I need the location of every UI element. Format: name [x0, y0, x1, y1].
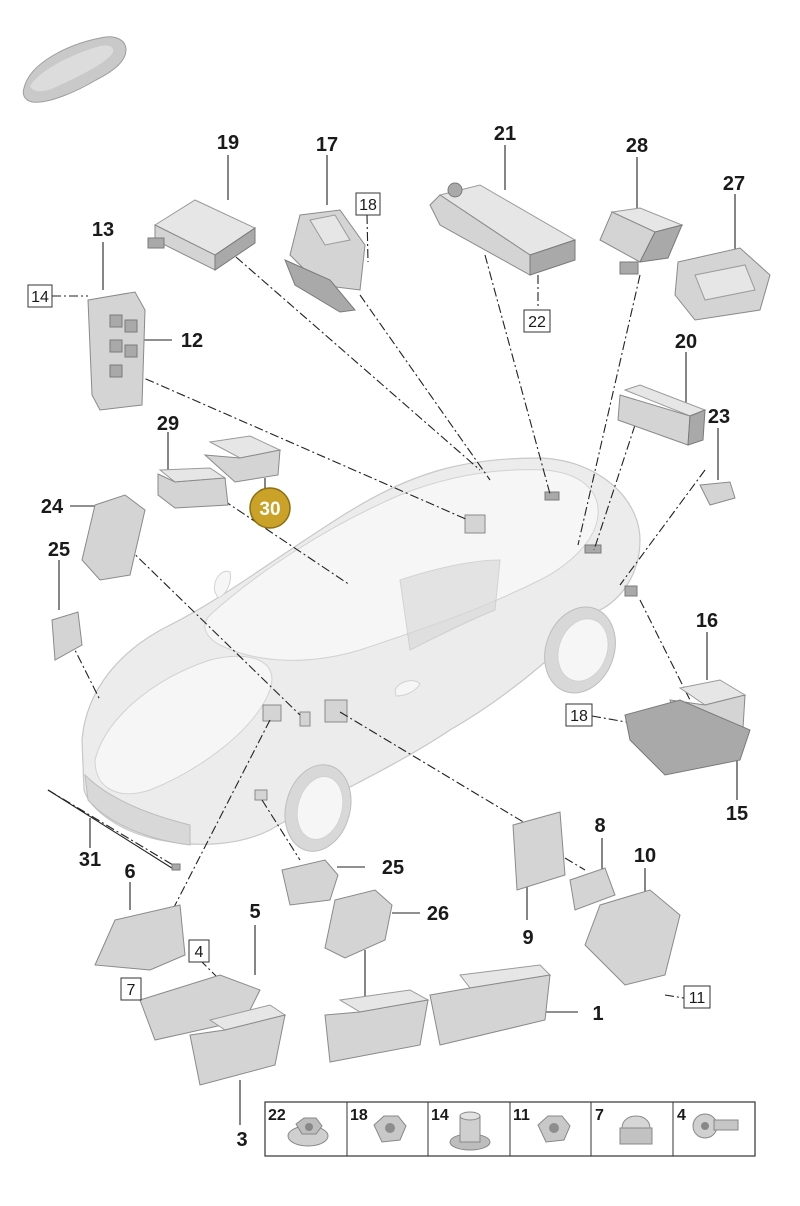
callout-9: 9	[522, 927, 533, 949]
callout-23: 23	[708, 406, 730, 428]
fastener-label-14: 14	[431, 1107, 449, 1124]
part-4-bracket	[139, 974, 261, 1041]
dome-nut-icon	[619, 1115, 653, 1145]
screw-icon	[692, 1113, 739, 1139]
callout-5: 5	[249, 901, 260, 923]
fastener-table: 22 18 14 11 7 4	[264, 1101, 756, 1157]
callout-25-upper: 25	[48, 539, 70, 561]
part-1-control-unit	[429, 964, 552, 1046]
callout-19: 19	[217, 132, 239, 154]
highlight-label: 30	[259, 499, 280, 520]
part-25-sensor-lower	[281, 859, 339, 906]
part-29-control-unit	[157, 467, 229, 509]
callout-20: 20	[675, 331, 697, 353]
part-30-control-unit	[203, 435, 282, 483]
boxed-callout-11: 11	[689, 990, 706, 1007]
part-23-sensor	[699, 481, 736, 506]
part-6-bracket	[94, 904, 186, 971]
part-19-radar-sensor	[147, 199, 257, 271]
part-26-control-unit	[324, 989, 430, 1063]
part-21-control-unit	[429, 182, 577, 276]
part-9-control-unit	[512, 811, 566, 891]
flange-nut-icon	[287, 1117, 329, 1147]
callout-17: 17	[316, 134, 338, 156]
fastener-label-4: 4	[677, 1107, 686, 1124]
car-thumbnail-icon	[22, 36, 127, 103]
part-27-bracket	[674, 247, 771, 321]
callout-24: 24	[41, 496, 64, 518]
part-26-bracket	[324, 889, 393, 959]
callout-28: 28	[626, 135, 648, 157]
part-15-bracket	[624, 699, 751, 776]
fastener-label-7: 7	[595, 1107, 604, 1124]
callout-3: 3	[236, 1129, 247, 1151]
part-25-sensor-upper	[51, 611, 83, 661]
callout-15: 15	[726, 803, 748, 825]
callout-29: 29	[157, 413, 179, 435]
part-20-control-unit	[617, 384, 707, 446]
hex-nut-icon	[537, 1115, 571, 1143]
part-3-control-unit	[189, 1004, 287, 1086]
boxed-callout-18-right: 18	[570, 708, 588, 725]
leader-lines	[47, 145, 738, 1125]
callout-27: 27	[723, 173, 745, 195]
boxed-callout-18-top: 18	[359, 197, 377, 214]
part-8-sensor	[569, 867, 616, 911]
cap-nut-icon	[449, 1111, 491, 1151]
callout-1: 1	[592, 1003, 603, 1025]
part-31-antenna	[47, 789, 181, 871]
callout-8: 8	[594, 815, 605, 837]
boxed-callout-22: 22	[528, 314, 546, 331]
boxed-callouts: 14 18 22 18 4 7 11	[27, 192, 711, 1009]
hex-nut-icon	[373, 1115, 407, 1143]
callout-31: 31	[79, 849, 101, 871]
fastener-label-11: 11	[513, 1107, 530, 1124]
callout-25-lower: 25	[382, 857, 404, 879]
car-body	[81, 457, 641, 852]
boxed-callout-4: 4	[195, 944, 204, 961]
callout-21: 21	[494, 123, 516, 145]
part-10-bracket	[584, 889, 681, 986]
boxed-callout-14: 14	[31, 289, 49, 306]
boxed-callout-7: 7	[127, 982, 136, 999]
fastener-label-22: 22	[268, 1107, 286, 1124]
highlighted-callout-30[interactable]: 30	[249, 487, 291, 529]
part-28-control-unit	[599, 207, 684, 275]
callout-13: 13	[92, 219, 114, 241]
part-12-fuse-box	[87, 291, 146, 411]
callout-26: 26	[427, 903, 449, 925]
callout-16: 16	[696, 610, 718, 632]
callout-10: 10	[634, 845, 656, 867]
callout-12: 12	[181, 330, 203, 352]
part-17-control-unit	[284, 209, 366, 313]
callout-numbers: 1 3 5 6 8 9 10 12 13 15 16 17 19 20 21 2…	[41, 123, 748, 1151]
fastener-label-18: 18	[350, 1107, 368, 1124]
callout-6: 6	[124, 861, 135, 883]
part-24-control-unit	[81, 494, 146, 581]
